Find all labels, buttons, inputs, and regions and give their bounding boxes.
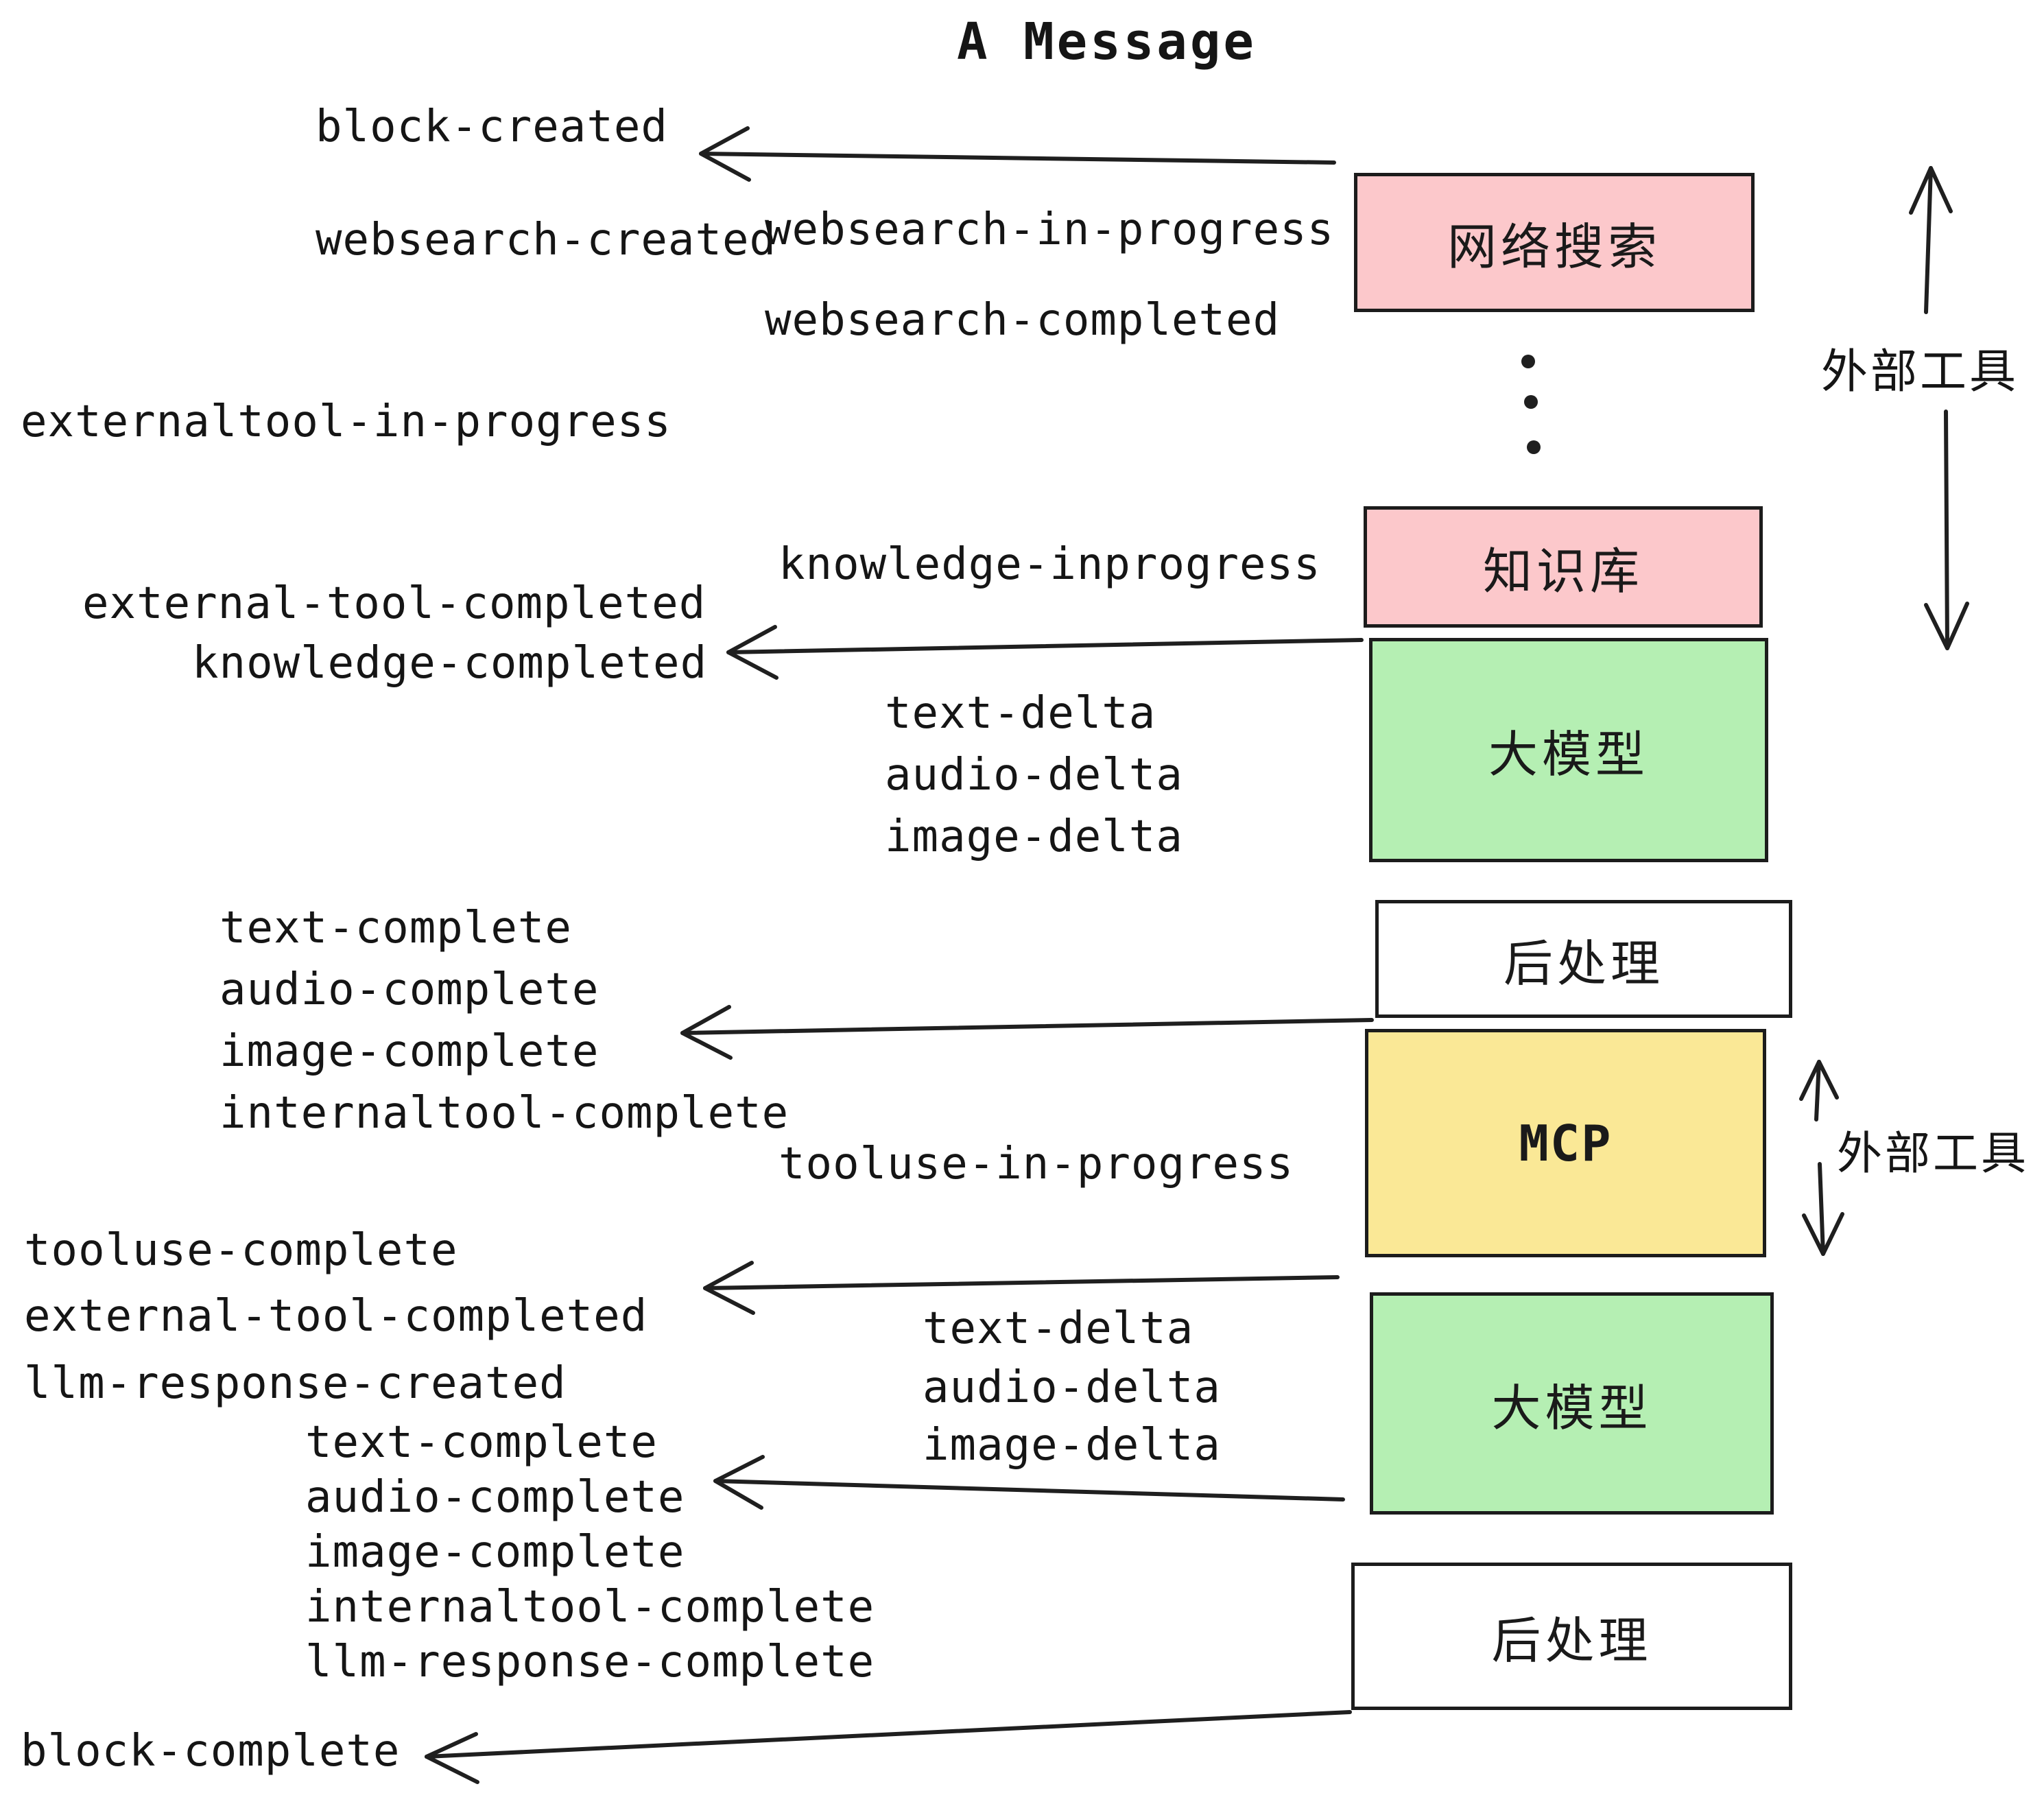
arrow-external-tool-completed-icon: [703, 1261, 1340, 1315]
event-image-complete-2: image-complete: [305, 1527, 685, 1578]
box-websearch-label: 网络搜索: [1447, 218, 1661, 276]
event-knowledge-inprogress: knowledge-inprogress: [779, 539, 1321, 590]
event-websearch-created: websearch-created: [316, 215, 777, 265]
box-llm-1-label: 大模型: [1488, 726, 1649, 783]
event-image-complete-1: image-complete: [219, 1026, 599, 1077]
ellipsis-icon: [1521, 355, 1541, 454]
box-websearch: 网络搜索: [1354, 173, 1755, 312]
event-websearch-completed: websearch-completed: [765, 295, 1281, 346]
event-websearch-in-progress: websearch-in-progress: [765, 204, 1335, 255]
arrow-external-tools-mcp-down-icon: [1802, 1162, 1844, 1256]
box-mcp-label: MCP: [1519, 1114, 1613, 1172]
external-tools-mcp-label: 外部工具: [1837, 1127, 2029, 1180]
arrow-image-complete-icon: [680, 1005, 1374, 1060]
event-llm-response-complete: llm-response-complete: [305, 1637, 875, 1687]
event-audio-delta-1: audio-delta: [885, 750, 1183, 800]
arrow-block-complete-icon: [425, 1710, 1352, 1784]
arrow-websearch-created-icon: [699, 126, 1336, 182]
event-external-tool-completed-2: external-tool-completed: [24, 1291, 648, 1342]
arrow-external-tools-top-up-icon: [1909, 166, 1953, 314]
event-knowledge-completed: knowledge-completed: [192, 638, 708, 689]
box-llm-2: 大模型: [1370, 1292, 1774, 1515]
arrow-external-tools-mcp-up-icon: [1799, 1060, 1839, 1121]
event-audio-complete-2: audio-complete: [305, 1472, 685, 1523]
event-internaltool-complete-1: internaltool-complete: [219, 1088, 789, 1139]
diagram-title: A Message: [957, 12, 1257, 71]
event-audio-delta-2: audio-delta: [923, 1362, 1221, 1413]
box-llm-1: 大模型: [1369, 638, 1768, 862]
external-tools-top-label: 外部工具: [1821, 345, 2019, 399]
box-post-2-label: 后处理: [1491, 1612, 1652, 1670]
event-block-created: block-created: [316, 102, 668, 152]
box-knowledge: 知识库: [1364, 506, 1763, 628]
box-mcp: MCP: [1365, 1029, 1766, 1257]
box-post-2: 后处理: [1351, 1563, 1792, 1710]
event-externaltool-in-progress: externaltool-in-progress: [21, 396, 672, 447]
event-external-tool-completed-1: external-tool-completed: [82, 578, 706, 629]
event-tooluse-complete: tooluse-complete: [24, 1225, 458, 1276]
box-knowledge-label: 知识库: [1482, 543, 1643, 600]
event-text-complete-1: text-complete: [219, 903, 572, 953]
event-tooluse-in-progress: tooluse-in-progress: [779, 1139, 1294, 1189]
event-audio-complete-1: audio-complete: [219, 964, 599, 1015]
arrow-audio-complete-icon: [713, 1455, 1345, 1510]
event-internaltool-complete-2: internaltool-complete: [305, 1582, 875, 1633]
event-block-complete: block-complete: [21, 1726, 401, 1777]
event-text-delta-1: text-delta: [885, 688, 1156, 739]
box-post-1-label: 后处理: [1503, 934, 1664, 993]
box-post-1: 后处理: [1375, 900, 1792, 1018]
event-text-delta-2: text-delta: [923, 1303, 1194, 1354]
arrow-knowledge-completed-icon: [726, 625, 1364, 680]
arrow-external-tools-top-down-icon: [1924, 410, 1969, 650]
event-image-delta-1: image-delta: [885, 811, 1183, 862]
box-llm-2-label: 大模型: [1491, 1379, 1652, 1437]
event-llm-response-created: llm-response-created: [24, 1358, 567, 1409]
event-text-complete-2: text-complete: [305, 1417, 658, 1468]
event-image-delta-2: image-delta: [923, 1420, 1221, 1471]
